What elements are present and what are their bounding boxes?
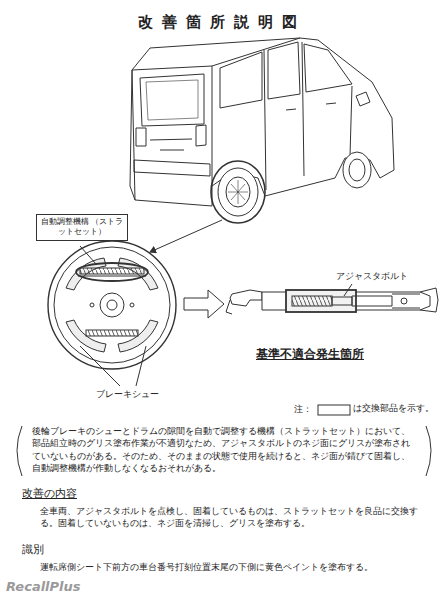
section-heading: 改善の内容	[22, 487, 77, 502]
watermark: RecallPlus	[6, 578, 81, 596]
diagram-title: 改善箇所説明図	[0, 12, 444, 32]
nonconformity-label: 基準不適合発生箇所	[256, 346, 364, 362]
part-label: ブレーキシュー	[96, 388, 159, 400]
body-text: 運転席側シート下前方の車台番号打刻位置末尾の下側に黄色ペイントを塗布する。	[40, 562, 430, 573]
body-text: 全車両、アジャスタボルトを点検し、固着しているものは、ストラットセットを良品に交…	[40, 505, 424, 530]
callout-text: 自動調整機構 （ストラットセット）	[40, 217, 124, 238]
callout-box: 自動調整機構 （ストラットセット）	[36, 214, 128, 241]
note-label: 注：	[294, 403, 312, 415]
section-heading: 識別	[22, 543, 44, 558]
note-text: は交換部品を示す。	[353, 403, 434, 414]
part-label: アジャスタボルト	[336, 270, 408, 282]
description-text: 後輪ブレーキのシューとドラムの隙間を自動で調整する機構（ストラットセット）におい…	[32, 425, 418, 474]
